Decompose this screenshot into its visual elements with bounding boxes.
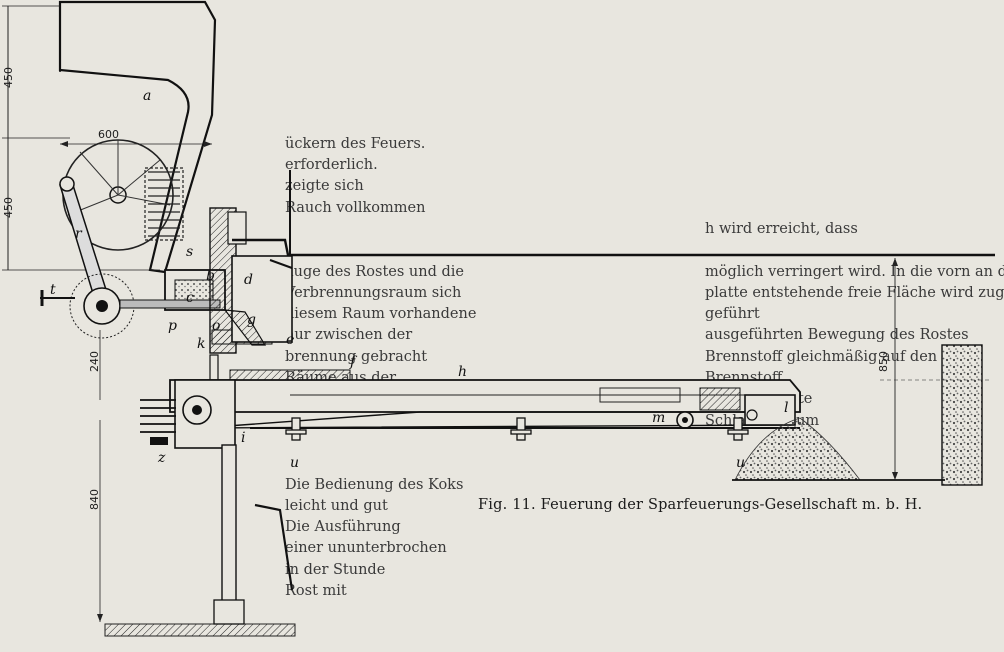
text-middle-line: diesem Raum vorhandene <box>285 306 477 323</box>
part-label-t: t <box>50 282 56 298</box>
text-middle-line: auge des Rostes und die <box>285 263 464 280</box>
lever-r <box>59 181 109 301</box>
text-middle-line: Die Bedienung des Koks <box>285 476 464 493</box>
figure-caption: Fig. 11. Feuerung der Sparfeuerungs-Gese… <box>478 497 923 513</box>
part-label-k: k <box>197 336 206 352</box>
dimension-450-top: 450 <box>2 67 15 88</box>
part-label-z: z <box>158 450 166 466</box>
part-label-e: e <box>286 332 295 348</box>
text-right-line: ausgeführten Bewegung des Rostes <box>705 327 969 344</box>
text-middle-line: Rauch vollkommen <box>285 199 426 216</box>
text-column-middle: ückern des Feuers. erforderlich. zeigte si… <box>285 6 715 645</box>
dimension-840: 840 <box>88 489 101 510</box>
text-middle-line: einer ununterbrochen <box>285 540 447 557</box>
bridge-wall <box>941 344 983 486</box>
part-label-c: c <box>186 290 194 306</box>
ash-door <box>254 503 294 591</box>
support-m <box>199 411 792 429</box>
part-label-u-left: u <box>290 455 300 471</box>
text-middle-line: brennung gebracht <box>285 348 428 365</box>
part-label-h: h <box>458 364 468 380</box>
part-label-l: l <box>784 400 789 416</box>
part-label-s: s <box>186 244 194 260</box>
part-label-d: d <box>244 272 253 288</box>
text-middle-line: leicht und gut <box>285 497 388 514</box>
dimension-240: 240 <box>88 351 101 372</box>
text-middle-line: Die Ausführung <box>285 519 401 536</box>
part-label-b: b <box>206 268 215 284</box>
text-middle-line: in der Stunde <box>285 561 386 578</box>
text-middle-line: erforderlich. <box>285 157 378 174</box>
part-label-i: i <box>241 430 246 446</box>
text-middle-line: nur zwischen der <box>285 327 413 344</box>
text-right-line: möglich verringert wird. In die vorn an … <box>705 263 1004 280</box>
text-middle-line: zeigte sich <box>285 178 364 195</box>
ash-heap <box>734 417 861 481</box>
part-label-o: o <box>212 318 221 334</box>
text-middle-line: Verbrennungsraum sich <box>285 284 462 301</box>
text-right-line: platte entstehende freie Fläche wird zug… <box>705 284 1004 301</box>
floor-base-left <box>104 623 296 637</box>
deflector-e <box>223 309 267 346</box>
dimension-850: 850 <box>877 351 890 372</box>
text-right-line: h wird erreicht, dass <box>705 220 858 237</box>
text-middle-line: Rost mit <box>285 583 347 600</box>
bottom-spring <box>140 399 176 433</box>
part-label-u-right: u <box>736 455 746 471</box>
text-right-line: geführt <box>705 306 760 323</box>
dimension-600: 600 <box>98 128 119 141</box>
dimension-450-mid: 450 <box>2 197 15 218</box>
text-right-line: Brennstoff gleichmäßig auf den <box>705 348 938 365</box>
part-label-p-upper: p <box>168 318 177 334</box>
part-label-g: g <box>247 312 256 328</box>
part-label-f: f <box>350 354 356 370</box>
spring-s <box>144 167 184 241</box>
part-label-m: m <box>652 410 666 426</box>
part-label-a: a <box>143 88 152 104</box>
text-middle-line: ückern des Feuers. <box>285 135 426 152</box>
part-label-r: r <box>75 226 82 242</box>
support-column <box>221 444 237 624</box>
